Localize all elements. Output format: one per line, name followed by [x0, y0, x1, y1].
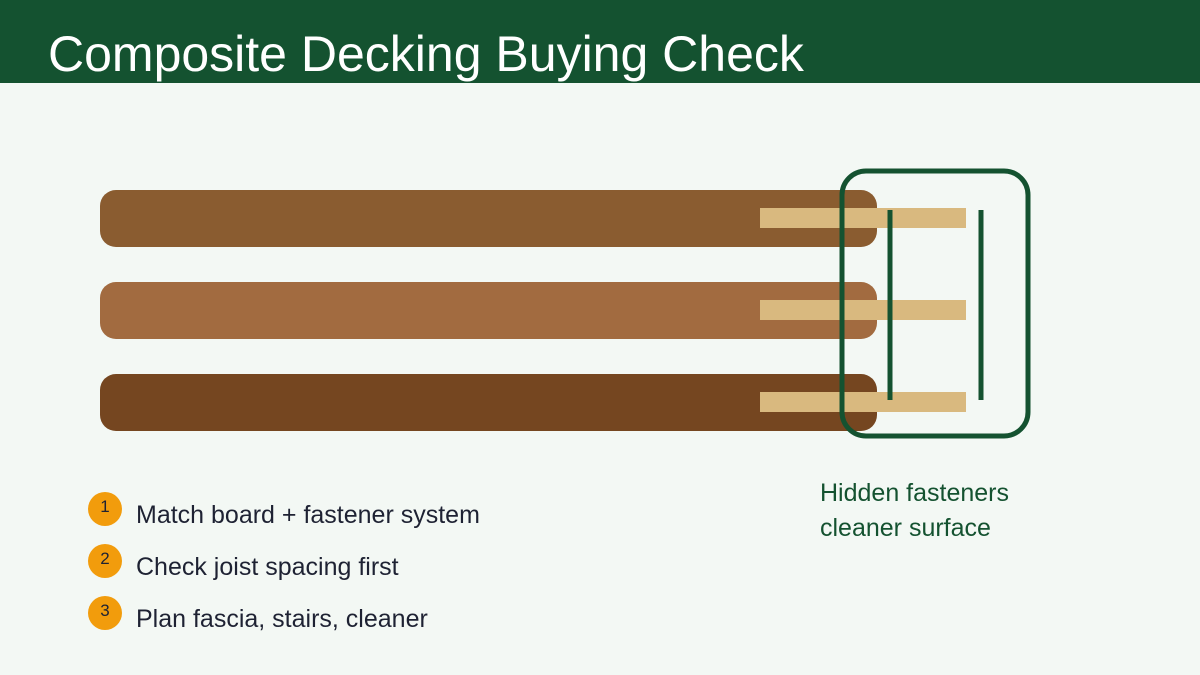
deck-board-middle — [100, 282, 877, 339]
page-title: Composite Decking Buying Check — [48, 26, 804, 82]
title-banner — [0, 0, 1200, 83]
checklist-item-text: Check joist spacing first — [136, 553, 399, 581]
step-number-badge: 2 — [88, 544, 122, 578]
step-number-badge: 3 — [88, 596, 122, 630]
hidden-fastener-callout: Hidden fasteners cleaner surface — [820, 476, 1009, 546]
fastener-clip-bottom — [760, 392, 966, 412]
hidden-fastener-highlight — [839, 168, 1031, 439]
callout-line-1: Hidden fasteners — [820, 479, 1010, 507]
deck-board-bottom — [100, 374, 877, 431]
checklist-item-text: Plan fascia, stairs, cleaner — [136, 605, 428, 633]
callout-line-2: cleaner surface — [820, 514, 991, 542]
deck-board-top — [100, 190, 877, 247]
step-number-badge: 1 — [88, 492, 122, 526]
checklist-item-text: Match board + fastener system — [136, 501, 480, 529]
fastener-clip-top — [760, 208, 966, 228]
fastener-clip-middle — [760, 300, 966, 320]
